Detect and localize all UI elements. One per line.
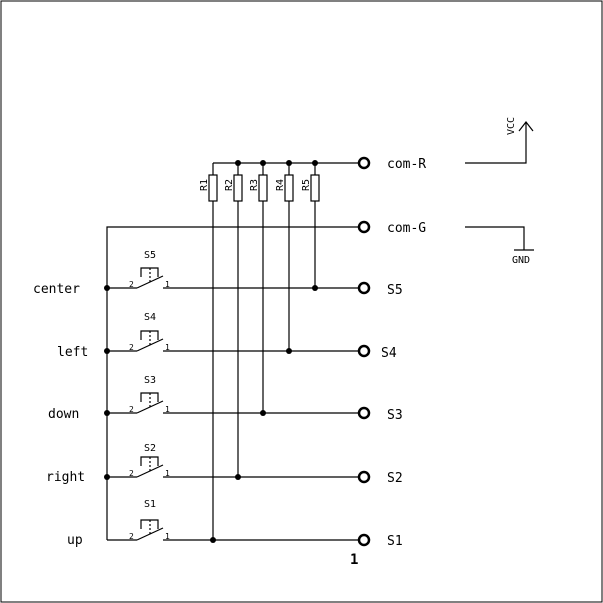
connector-s1[interactable] xyxy=(357,533,371,547)
junction-dot xyxy=(104,348,110,354)
connector-s3[interactable] xyxy=(357,406,371,420)
junction-dot xyxy=(286,348,292,354)
pin-label: 1 xyxy=(165,343,170,352)
resistor-label-r3: R3 xyxy=(249,179,260,191)
output-label-s4: S4 xyxy=(381,346,397,361)
connector-s5[interactable] xyxy=(357,281,371,295)
junction-dot xyxy=(235,474,241,480)
pin-label: 1 xyxy=(165,280,170,289)
pin-label: 2 xyxy=(129,405,134,414)
junction-dot xyxy=(104,474,110,480)
resistor-label-r5: R5 xyxy=(301,179,312,191)
switch-row-right: right 2 1 S2 S2 xyxy=(46,443,403,486)
junction-dot xyxy=(312,285,318,291)
switch-label-s4: S4 xyxy=(144,312,156,323)
direction-label-up: up xyxy=(67,533,83,548)
resistor-r4: R4 xyxy=(275,163,294,351)
junction-dot xyxy=(235,160,241,166)
switch-row-left: left 2 1 S4 S4 xyxy=(57,312,397,361)
output-label-s1: S1 xyxy=(387,534,403,549)
direction-label-right: right xyxy=(46,470,85,485)
output-label-s3: S3 xyxy=(387,408,403,423)
com-r-connector[interactable] xyxy=(357,156,371,170)
junction-dot xyxy=(210,537,216,543)
switch-row-down: down 2 1 S3 S3 xyxy=(48,375,403,423)
resistor-r5: R5 xyxy=(301,163,320,288)
com-g-connector[interactable] xyxy=(357,220,371,234)
switch-row-center: center 2 1 S5 S5 xyxy=(33,250,403,298)
pin-one-marker: 1 xyxy=(350,552,358,568)
junction-dot xyxy=(312,160,318,166)
com-r-label: com-R xyxy=(387,157,426,172)
com-g-label: com-G xyxy=(387,221,426,236)
switch-label-s2: S2 xyxy=(144,443,156,454)
gnd-symbol: GND xyxy=(465,226,534,266)
switch-row-up: up 2 1 S1 S1 xyxy=(67,499,403,549)
pin-label: 2 xyxy=(129,532,134,541)
pin-label: 1 xyxy=(165,469,170,478)
connector-s4[interactable] xyxy=(357,344,371,358)
connector-s2[interactable] xyxy=(357,470,371,484)
switch-label-s1: S1 xyxy=(144,499,156,510)
junction-dot xyxy=(286,160,292,166)
pin-label: 2 xyxy=(129,343,134,352)
switch-label-s5: S5 xyxy=(144,250,156,261)
resistor-r2: R2 xyxy=(224,163,243,477)
junction-dot xyxy=(260,160,266,166)
output-label-s5: S5 xyxy=(387,283,403,298)
pin-label: 2 xyxy=(129,469,134,478)
direction-label-down: down xyxy=(48,407,79,422)
output-label-s2: S2 xyxy=(387,471,403,486)
vcc-label: VCC xyxy=(506,117,517,135)
junction-dot xyxy=(104,285,110,291)
resistor-r1: R1 xyxy=(199,163,218,540)
vcc-symbol: VCC xyxy=(465,117,534,164)
junction-dot xyxy=(104,410,110,416)
pin-label: 2 xyxy=(129,280,134,289)
pin-label: 1 xyxy=(165,405,170,414)
direction-label-left: left xyxy=(57,345,88,360)
com-g-net: com-G xyxy=(106,220,426,540)
resistor-label-r1: R1 xyxy=(199,179,210,191)
switch-label-s3: S3 xyxy=(144,375,156,386)
resistor-label-r2: R2 xyxy=(224,179,235,191)
junction-dot xyxy=(260,410,266,416)
resistor-label-r4: R4 xyxy=(275,179,286,191)
com-r-net: com-R xyxy=(213,156,426,172)
pin-label: 1 xyxy=(165,532,170,541)
gnd-label: GND xyxy=(512,255,530,266)
direction-label-center: center xyxy=(33,282,80,297)
